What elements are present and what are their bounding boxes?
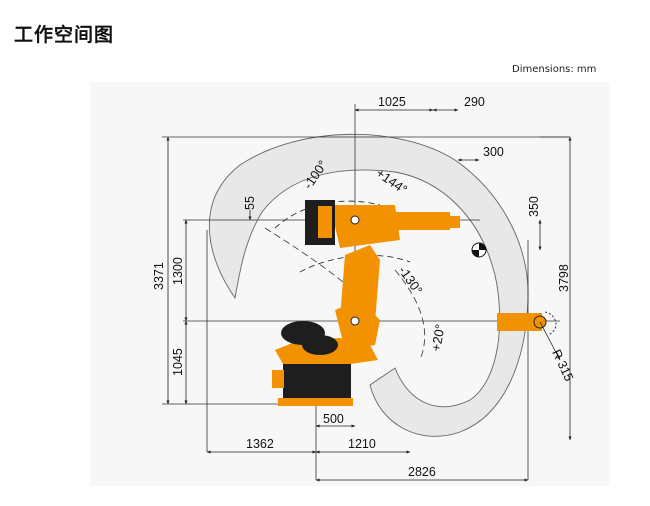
dim-55: 55 (243, 196, 257, 210)
angle-a3-up: +20° (428, 323, 448, 352)
dim-1210: 1210 (348, 437, 376, 451)
dim-1300: 1300 (171, 257, 185, 285)
dim-1045: 1045 (171, 348, 185, 376)
dim-2826: 2826 (408, 465, 436, 479)
dim-500: 500 (323, 412, 344, 426)
dim-290: 290 (464, 95, 485, 109)
dim-1025: 1025 (378, 95, 406, 109)
dim-350: 350 (527, 196, 541, 217)
work-envelope (208, 133, 529, 437)
robot-wrist-front (497, 311, 557, 336)
dim-line-r315 (539, 321, 561, 361)
dim-3371: 3371 (152, 262, 166, 290)
units-note: Dimensions: mm (512, 64, 597, 75)
dim-3798: 3798 (557, 264, 571, 292)
tool-center-point (471, 242, 487, 258)
reach-arc-lower (299, 254, 411, 273)
dim-300: 300 (483, 145, 504, 159)
reach-arc-axis (394, 269, 426, 361)
reach-arc-mid (264, 227, 366, 301)
dim-1362: 1362 (246, 437, 274, 451)
page-title: 工作空间图 (14, 24, 115, 46)
robot-upper-arm (305, 200, 460, 326)
